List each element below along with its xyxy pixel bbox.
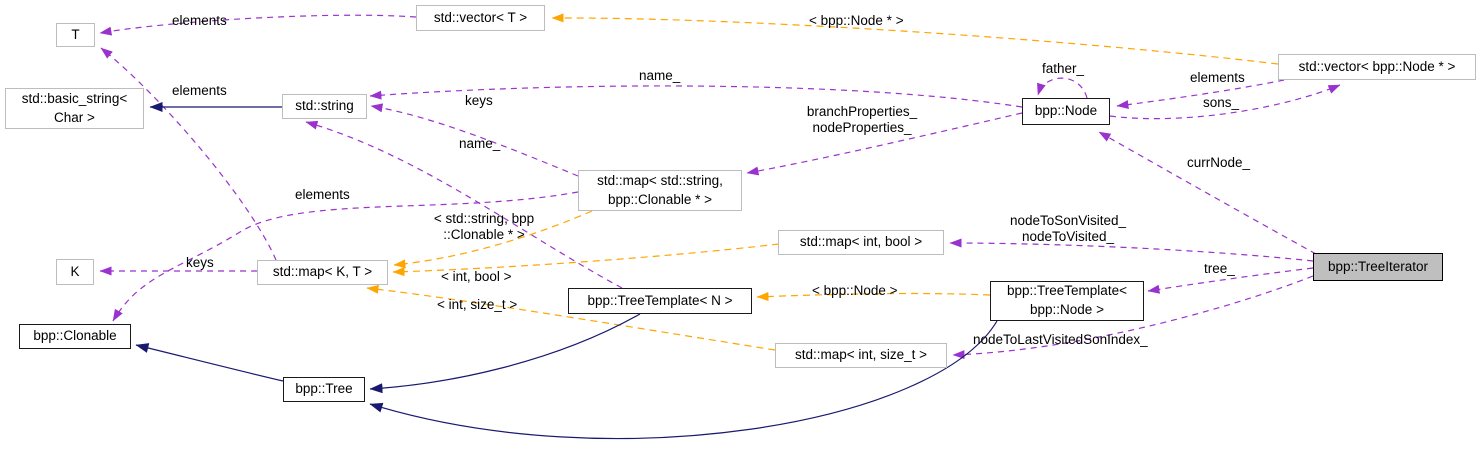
class-box-std-vector-bpp-node-ptr[interactable]: std::vector< bpp::Node * > [1278, 54, 1476, 80]
edge-tree-template-n-isa-tree [369, 313, 641, 394]
class-box-std-vector-t[interactable]: std::vector< T > [416, 5, 545, 31]
edge-vector-to-node-elements [1116, 79, 1285, 110]
edge-tree-template-n-to-string-name [305, 120, 623, 289]
class-box-bpp-treetemplate-bpp-node[interactable]: bpp::TreeTemplate< bpp::Node > [990, 281, 1144, 321]
class-box-std-map-k-t[interactable]: std::map< K, T > [257, 260, 388, 285]
edge-iterator-to-map-int-bool [949, 238, 1314, 262]
class-box-k[interactable]: K [56, 259, 94, 285]
class-box-std-map-int-size-t[interactable]: std::map< int, size_t > [775, 343, 947, 368]
edge-vector-t-to-t [99, 14, 417, 36]
edge-map-int-bool-instantiation [392, 243, 780, 277]
class-box-t[interactable]: T [56, 23, 95, 47]
edge-vector-node-instantiation [551, 13, 1279, 65]
edge-iterator-to-map-int-size [952, 275, 1314, 360]
edge-node-to-string-name [369, 85, 1023, 108]
edge-tree-template-node-isa-tree [369, 320, 998, 440]
edge-map-int-size-instantiation [366, 284, 776, 351]
edge-tree-isa-clonable [135, 343, 284, 382]
edge-iterator-to-node-currnode [1098, 131, 1317, 255]
class-box-std-map-string-clonable[interactable]: std::map< std::string, bpp::Clonable * > [578, 170, 742, 211]
edge-node-to-vector-sons [1109, 84, 1341, 120]
edge-map-sc-to-string-keys [370, 103, 579, 177]
class-box-bpp-clonable[interactable]: bpp::Clonable [19, 324, 131, 349]
class-box-std-basic-string[interactable]: std::basic_string< Char > [5, 88, 144, 129]
edge-map-sc-instantiation [393, 210, 593, 269]
class-box-std-map-int-bool[interactable]: std::map< int, bool > [778, 230, 944, 255]
edge-iterator-to-tree-template-tree [1147, 267, 1314, 294]
class-box-bpp-node[interactable]: bpp::Node [1022, 98, 1110, 125]
edge-map-sc-to-clonable-elements [112, 191, 579, 322]
class-box-bpp-treeiterator[interactable]: bpp::TreeIterator [1313, 253, 1443, 281]
edge-node-to-map-sc-properties [746, 112, 1023, 176]
edge-node-father-self [1037, 77, 1088, 99]
edge-map-kt-to-t [100, 47, 277, 261]
class-box-bpp-tree[interactable]: bpp::Tree [283, 377, 365, 402]
edge-tree-template-instantiation [756, 292, 991, 302]
class-box-bpp-treetemplate-n[interactable]: bpp::TreeTemplate< N > [568, 288, 752, 314]
class-box-std-string[interactable]: std::string [282, 94, 367, 119]
